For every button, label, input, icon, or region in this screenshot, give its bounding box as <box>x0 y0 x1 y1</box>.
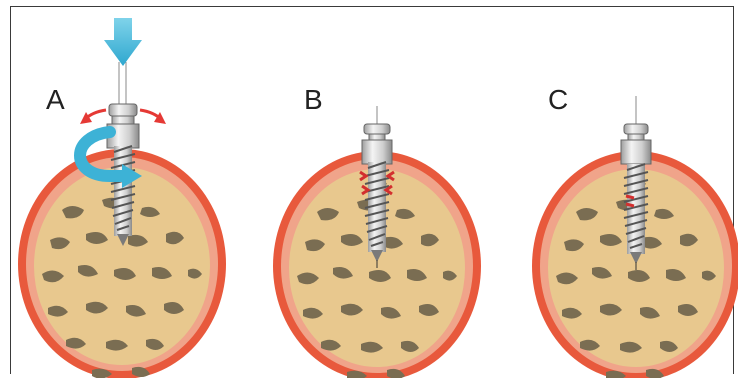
panel-label-a: A <box>46 84 65 116</box>
panel-a <box>18 18 226 378</box>
panel-label-c: C <box>548 84 568 116</box>
panel-label-b: B <box>304 84 323 116</box>
panel-c <box>532 96 738 378</box>
push-arrow-icon <box>104 18 142 66</box>
panel-b <box>273 106 481 378</box>
